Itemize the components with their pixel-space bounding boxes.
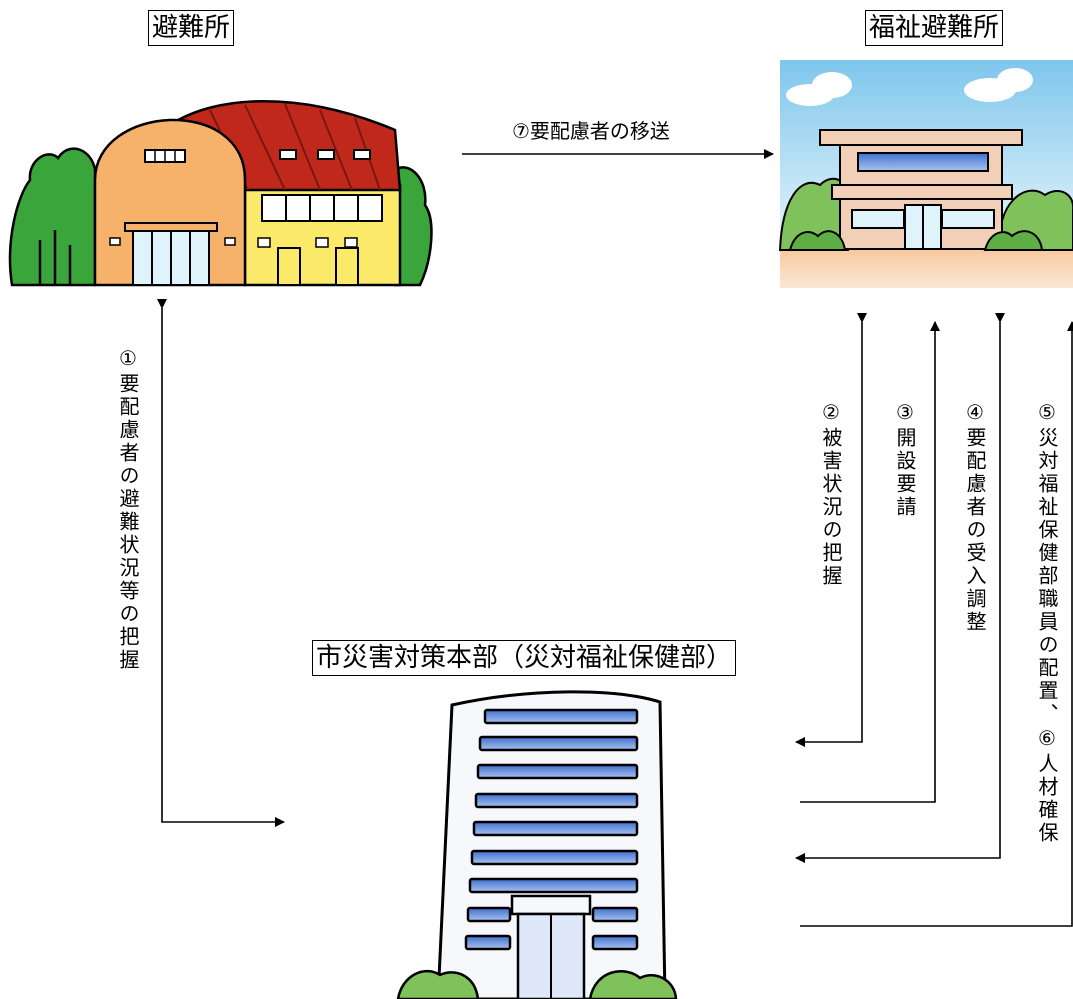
arrow-1-shelter-status: [157, 299, 285, 827]
step-1-label: ①要配慮者の避難状況等の把握: [116, 346, 140, 672]
step-5-6-label: ⑤災対福祉保健部職員の配置、⑥人材確保: [1035, 400, 1059, 845]
step-3-label: ③開設要請: [893, 400, 917, 519]
shelter-label: 避難所: [148, 10, 235, 46]
hq-label: 市災害対策本部（災対福祉保健部）: [312, 640, 737, 676]
arrow-5-6-staff-allocation: [800, 321, 1073, 927]
shelter-building-illustration: [8, 100, 433, 287]
welfare-shelter-label: 福祉避難所: [865, 10, 1004, 46]
arrow-4-admission-coordination: [795, 313, 1005, 863]
step-7-label: ⑦要配慮者の移送: [512, 119, 670, 143]
step-2-label: ②被害状況の把握: [819, 400, 843, 588]
connectors: [157, 149, 1073, 927]
step-4-label: ④要配慮者の受入調整: [963, 400, 987, 634]
welfare-shelter-illustration: [778, 60, 1073, 288]
hq-building-illustration: [396, 690, 678, 999]
